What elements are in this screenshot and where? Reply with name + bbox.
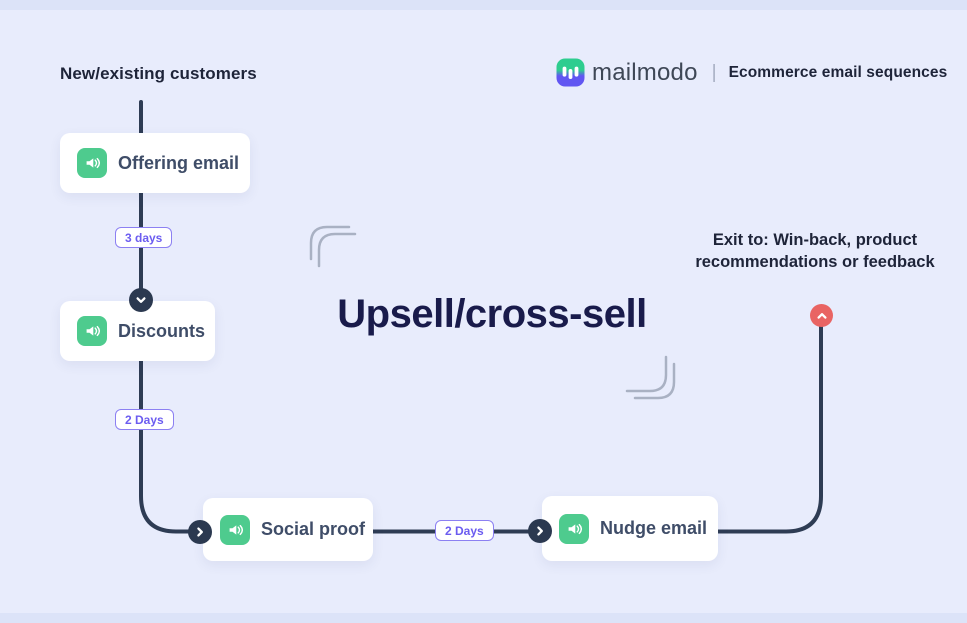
megaphone-icon bbox=[77, 316, 107, 346]
brand-header: mailmodo | Ecommerce email sequences bbox=[556, 58, 947, 87]
exit-note-line1: Exit to: Win-back, product bbox=[712, 231, 918, 249]
delay-badge: 2 Days bbox=[115, 409, 174, 430]
chevron-down-icon bbox=[136, 297, 146, 303]
exit-marker bbox=[810, 304, 833, 327]
chevron-right-icon bbox=[197, 527, 203, 537]
bottom-edge-strip bbox=[0, 613, 967, 623]
step-marker bbox=[188, 520, 212, 544]
exit-note-line2: recommendations or feedback bbox=[695, 252, 935, 271]
node-label: Discounts bbox=[118, 320, 206, 341]
delay-badge: 2 Days bbox=[435, 520, 494, 541]
chevron-right-icon bbox=[537, 526, 543, 536]
mailmodo-logo-icon bbox=[556, 58, 585, 87]
step-marker bbox=[129, 288, 153, 312]
top-edge-strip bbox=[0, 0, 967, 10]
node-card-nudge-email: Nudge email bbox=[542, 496, 718, 561]
node-label: Nudge email bbox=[600, 518, 708, 538]
entry-label: New/existing customers bbox=[60, 64, 257, 83]
chevron-up-icon bbox=[816, 312, 827, 319]
delay-badge: 3 days bbox=[115, 227, 173, 248]
header-divider: | bbox=[711, 61, 717, 83]
megaphone-icon bbox=[220, 514, 250, 545]
bracket-decoration-top-left bbox=[309, 225, 357, 268]
node-card-social-proof: Social proof bbox=[203, 498, 373, 561]
node-card-offering-email: Offering email bbox=[60, 133, 250, 193]
node-label: Social proof bbox=[261, 519, 366, 539]
sequence-title: Upsell/cross-sell bbox=[337, 292, 647, 336]
header-subtitle: Ecommerce email sequences bbox=[728, 63, 948, 81]
node-label: Offering email bbox=[118, 152, 240, 173]
brand-name: mailmodo bbox=[592, 58, 698, 86]
bracket-decoration-bottom-right bbox=[625, 355, 676, 400]
step-marker bbox=[528, 519, 552, 543]
exit-note: Exit to: Win-back, product recommendatio… bbox=[660, 230, 967, 274]
megaphone-icon bbox=[77, 148, 107, 178]
megaphone-icon bbox=[559, 513, 589, 544]
